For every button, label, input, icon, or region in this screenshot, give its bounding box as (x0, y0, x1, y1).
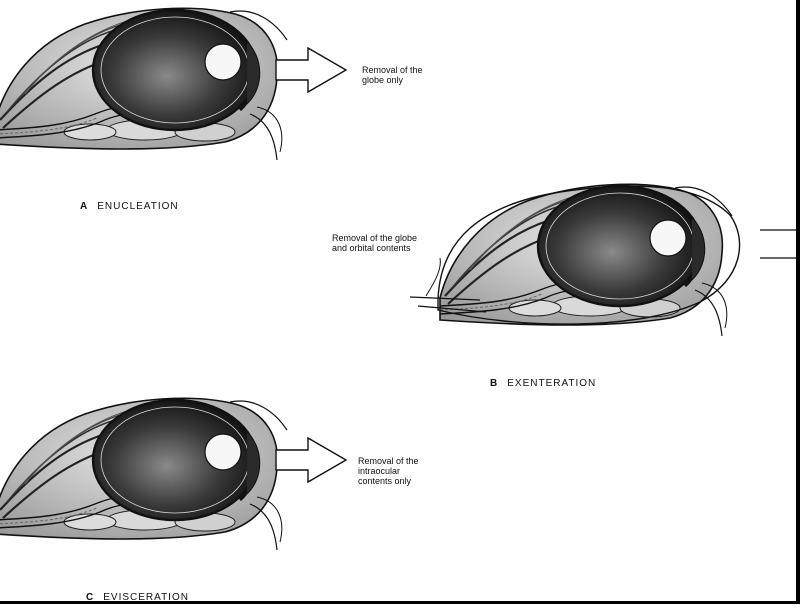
panel-b-caption: B EXENTERATION (490, 378, 596, 389)
panel-a-arrow (275, 47, 347, 93)
panel-b-illustration (409, 182, 800, 338)
panel-b-letter: B (490, 378, 498, 389)
panel-c-arrow (275, 437, 347, 483)
panel-c-illustration (0, 396, 347, 552)
panel-a-letter: A (80, 201, 88, 212)
panel-b-note: Removal of the globe and orbital content… (332, 233, 418, 253)
panel-c-note: Removal of the intraocular contents only (358, 456, 419, 486)
panel-a-caption: A ENUCLEATION (80, 201, 179, 212)
panel-c-title: EVISCERATION (103, 592, 189, 603)
panel-c-letter: C (86, 592, 94, 603)
panel-a-illustration (0, 6, 347, 162)
frame-right-border (796, 0, 800, 604)
panel-a-title: ENUCLEATION (97, 201, 179, 212)
frame-bottom-border (0, 601, 800, 604)
panel-a-note: Removal of the globe only (362, 65, 423, 85)
panel-b-title: EXENTERATION (507, 378, 597, 389)
panel-c-caption: C EVISCERATION (86, 592, 189, 603)
